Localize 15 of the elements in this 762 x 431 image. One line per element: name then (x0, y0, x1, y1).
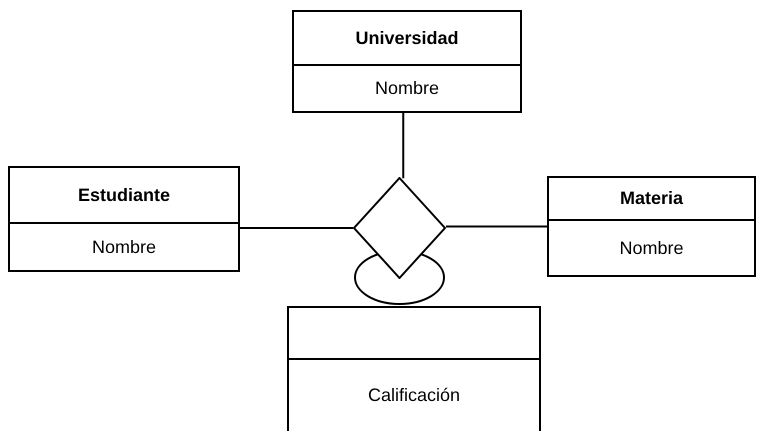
entity-box (8, 166, 240, 272)
connector-line (446, 226, 547, 228)
connector-line (240, 227, 353, 229)
entity-name: Materia (620, 187, 684, 210)
attribute-text: Nombre (619, 236, 684, 260)
attribute-text: Nombre (374, 77, 440, 100)
entity-box (292, 10, 522, 113)
entity-box (547, 176, 756, 277)
attribute-text: Nombre (92, 236, 156, 258)
entity-name: Estudiante (78, 184, 170, 206)
attribute-text: Calificación (368, 384, 460, 407)
entity-box (287, 306, 541, 431)
relationship-diamond (353, 177, 446, 279)
entity-name: Universidad (355, 26, 459, 50)
connector-line (402, 113, 404, 178)
